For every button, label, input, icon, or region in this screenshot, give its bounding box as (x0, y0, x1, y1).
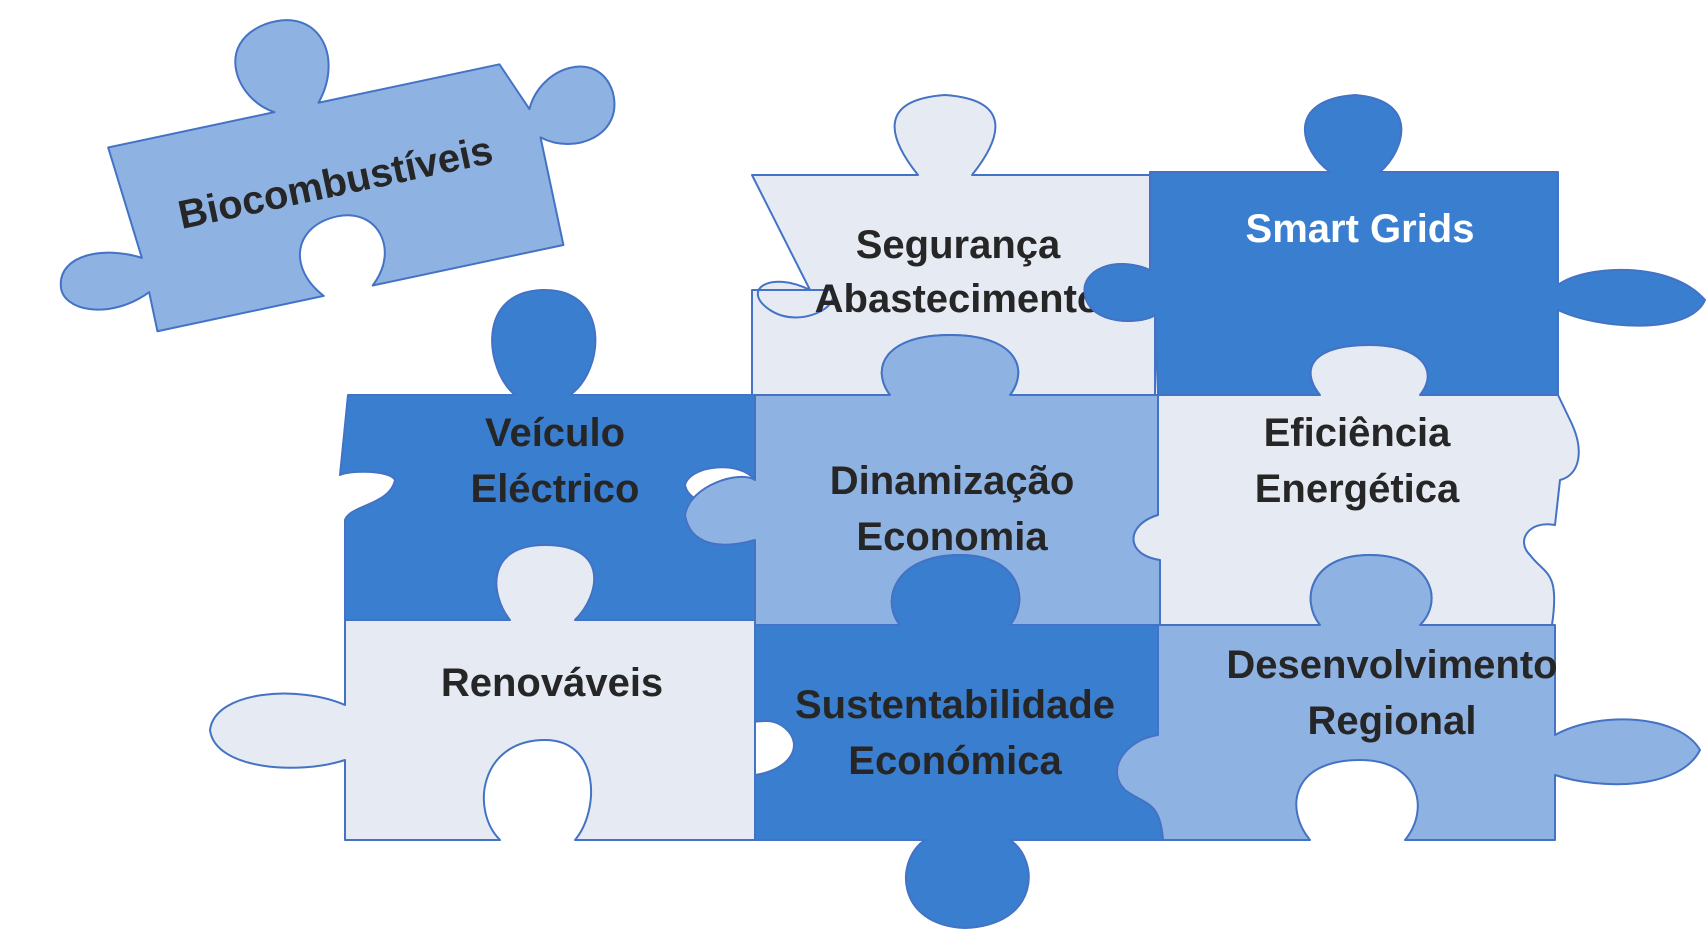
piece-sustentabilidade-line-1: Sustentabilidade (795, 683, 1115, 727)
piece-dinamizacao-line-2: Economia (856, 515, 1048, 559)
piece-eficiencia-label: Eficiência Energética (1255, 411, 1460, 511)
piece-desenvolvimento-shape (1116, 554, 1701, 841)
piece-dinamizacao-label: Dinamização Economia (830, 459, 1075, 559)
piece-seguranca-label: Segurança Abastecimento (815, 223, 1102, 321)
piece-eficiencia-line-2: Energética (1255, 467, 1460, 511)
piece-seguranca-line-1: Segurança (856, 223, 1061, 267)
piece-smart-grids-label: Smart Grids (1246, 207, 1475, 251)
piece-desenvolvimento-line-2: Regional (1308, 699, 1477, 743)
piece-eficiencia-line-1: Eficiência (1264, 411, 1452, 455)
piece-sustentabilidade-label: Sustentabilidade Económica (795, 683, 1115, 783)
piece-desenvolvimento-line-1: Desenvolvimento (1226, 643, 1557, 687)
piece-sustentabilidade-shape (754, 554, 1164, 929)
piece-renovaveis-label: Renováveis (441, 661, 663, 705)
piece-biocombustiveis-shape (59, 19, 616, 333)
piece-veiculo-label: Veículo Eléctrico (471, 411, 640, 511)
piece-dinamizacao-line-1: Dinamização (830, 459, 1075, 503)
piece-desenvolvimento-label: Desenvolvimento Regional (1226, 643, 1557, 743)
piece-veiculo-line-1: Veículo (485, 411, 625, 455)
piece-sustentabilidade-line-2: Económica (848, 739, 1062, 783)
piece-seguranca-line-2: Abastecimento (815, 277, 1102, 321)
piece-veiculo-line-2: Eléctrico (471, 467, 640, 511)
piece-smart-grids-shape (1083, 94, 1706, 396)
piece-renovaveis-shape (209, 544, 756, 841)
